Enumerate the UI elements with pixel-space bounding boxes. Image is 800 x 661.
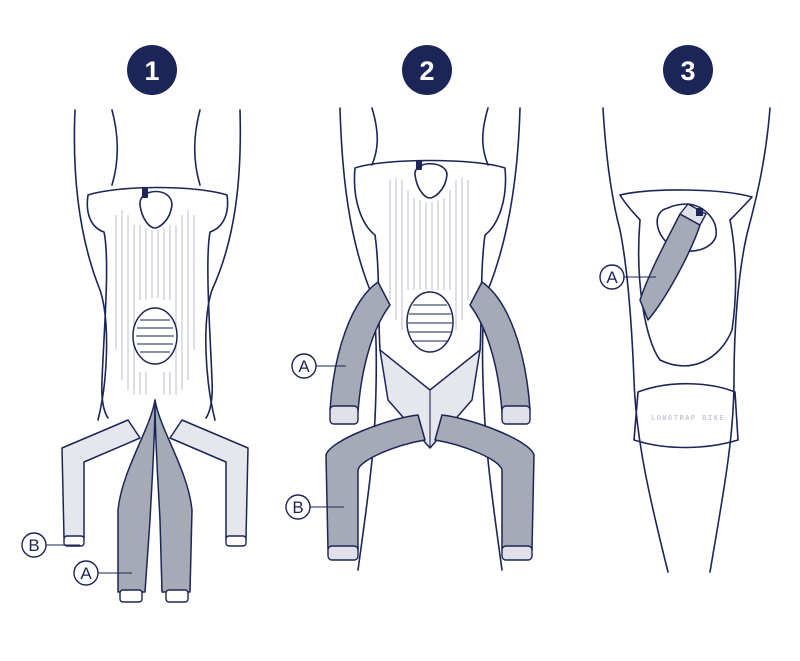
step-3-strap-a [639,213,701,321]
step-2-callout-b-label: B [292,498,303,517]
step-2-callout-a-label: A [298,357,310,376]
step-2-callout-a: A [291,353,346,379]
step-1-badge: 1 [127,45,177,95]
step-1-grid [115,210,195,395]
step-1-callout-b-label: B [28,536,39,555]
step-3-callout-a-label: A [606,268,618,287]
step-2-strap-a-left [329,281,391,413]
step-1-zip-tab [142,188,148,198]
step-3-badge: 3 [663,45,713,95]
step-3-number: 3 [680,56,695,86]
step-1-callout-a: A [73,560,132,586]
step-2-callout-b: B [285,494,344,520]
step-1-callout-a-label: A [80,564,92,583]
step-2-patella-pad [406,291,454,353]
step-2-panel: 2 A B [285,45,535,571]
step-2-number: 2 [419,56,434,86]
step-3-brand-text: LONGTRAP BIKE [651,415,725,423]
step-1-panel: 1 B A [21,45,249,603]
step-2-badge: 2 [402,45,452,95]
step-2-strap-b-left [325,414,426,551]
step-3-callout-a: A [599,264,656,290]
step-2-strap-a-right [469,281,531,413]
step-2-strap-b-right [434,414,535,551]
step-1-callout-b: B [21,532,80,558]
step-1-number: 1 [144,56,159,86]
step-3-panel: LONGTRAP BIKE 3 A [599,45,771,573]
step-2-grid [389,178,469,330]
